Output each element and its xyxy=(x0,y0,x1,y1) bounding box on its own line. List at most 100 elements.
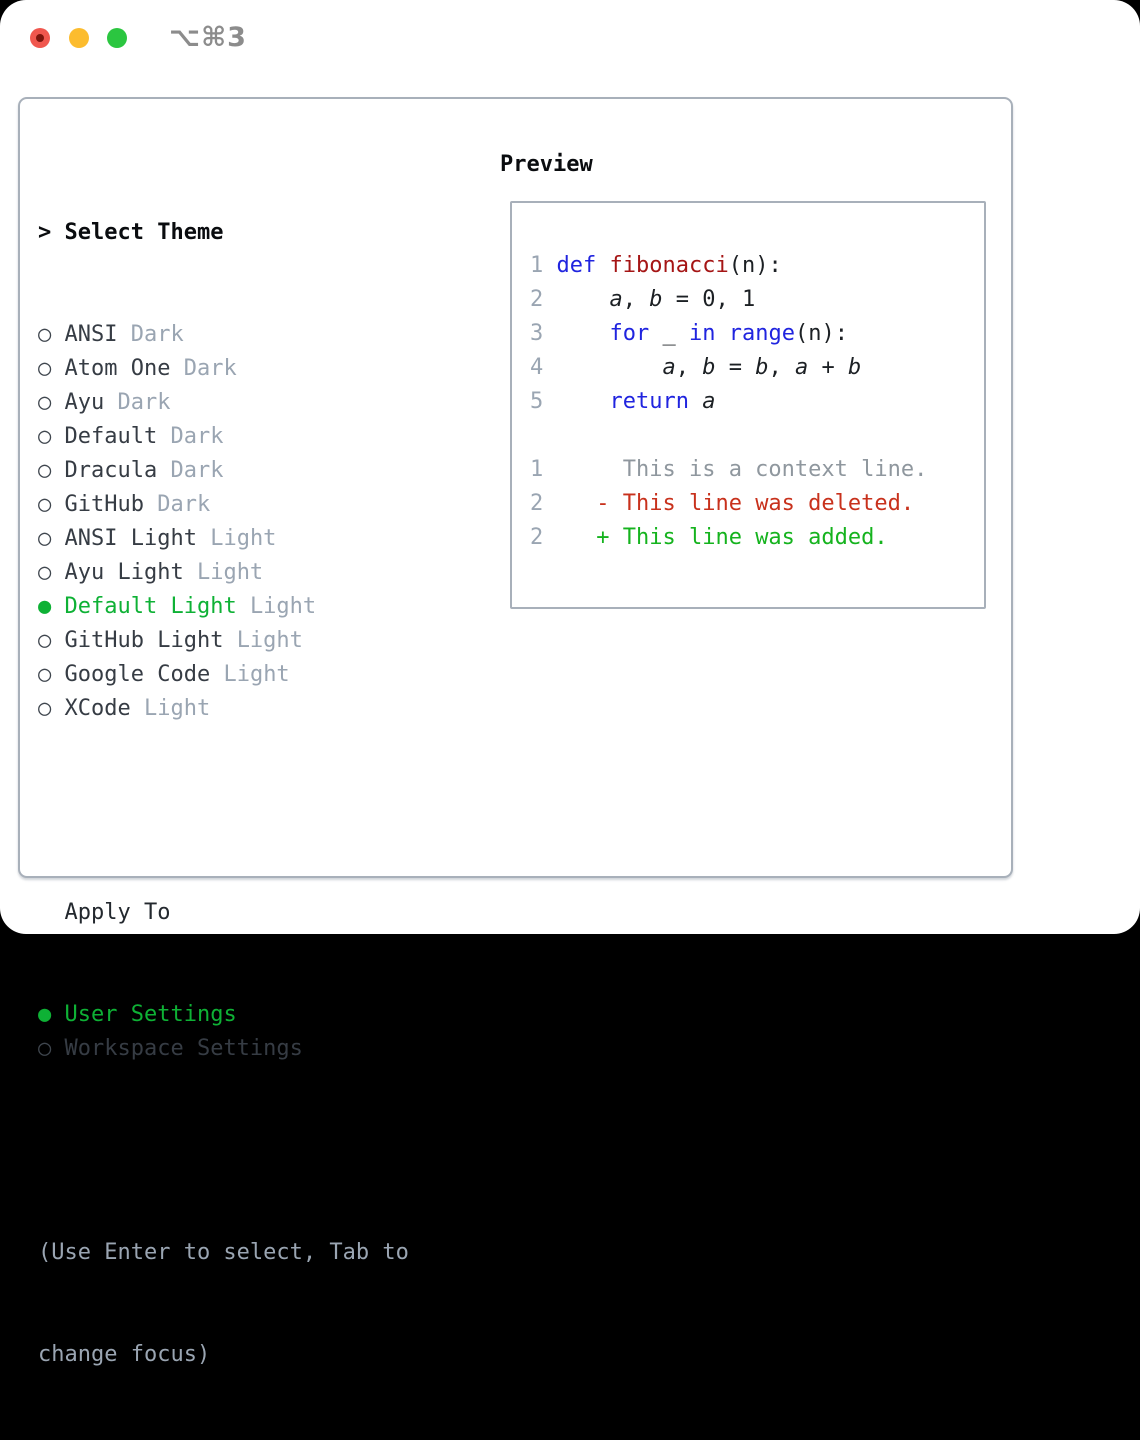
code-token: + This line was added. xyxy=(596,525,888,550)
line-number: 4 xyxy=(530,355,557,380)
apply-to-option[interactable]: ● User Settings xyxy=(38,998,409,1032)
theme-variant: Light xyxy=(143,696,211,721)
theme-name: GitHub Light xyxy=(64,628,237,653)
theme-item[interactable]: ○ ANSI Dark xyxy=(38,318,409,352)
code-token: , xyxy=(768,355,795,380)
theme-variant: Light xyxy=(223,662,290,687)
theme-variant: Light xyxy=(236,628,303,653)
code-line: 2 a, b = 0, 1 xyxy=(530,283,984,317)
theme-name: Default Light xyxy=(64,594,250,619)
line-number: 2 xyxy=(530,287,557,312)
close-button[interactable] xyxy=(30,28,50,48)
theme-variant: Dark xyxy=(183,356,237,381)
code-token: b xyxy=(847,355,862,380)
code-token: fibonacci xyxy=(609,253,729,278)
apply-to-label: Workspace Settings xyxy=(64,1036,303,1061)
theme-name: Atom One xyxy=(64,356,184,381)
line-number: 5 xyxy=(530,389,557,414)
code-token: a xyxy=(794,355,809,380)
code-token xyxy=(557,457,623,482)
radio-icon: ○ xyxy=(38,356,52,381)
header-cursor: > xyxy=(38,220,52,245)
code-line xyxy=(530,419,984,453)
line-number: 1 xyxy=(530,253,557,278)
minimize-button[interactable] xyxy=(69,28,89,48)
code-token: a xyxy=(609,287,623,312)
radio-icon: ○ xyxy=(38,424,52,449)
code-token xyxy=(557,525,597,550)
theme-item[interactable]: ○ Atom One Dark xyxy=(38,352,409,386)
spacer xyxy=(38,794,409,828)
apply-to-list: ● User Settings○ Workspace Settings xyxy=(38,998,409,1066)
theme-name: Default xyxy=(64,424,171,449)
code-line: 2 - This line was deleted. xyxy=(530,487,984,521)
theme-variant: Dark xyxy=(117,390,171,415)
code-line: 1 This is a context line. xyxy=(530,453,984,487)
code-line: 1 def fibonacci(n): xyxy=(530,249,984,283)
theme-item[interactable]: ○ Dracula Dark xyxy=(38,454,409,488)
radio-icon: ○ xyxy=(38,696,52,721)
theme-name: Google Code xyxy=(64,662,224,687)
code-token xyxy=(557,389,610,414)
radio-icon: ○ xyxy=(38,492,52,517)
code-token: , xyxy=(675,355,703,380)
selected-radio-icon: ● xyxy=(38,1002,52,1027)
theme-name: ANSI Light xyxy=(64,526,211,551)
code-token: b xyxy=(702,355,716,380)
theme-variant: Light xyxy=(196,560,264,585)
code-token xyxy=(715,321,728,346)
theme-variant: Light xyxy=(249,594,317,619)
theme-item[interactable]: ○ Ayu Dark xyxy=(38,386,409,420)
code-token: = xyxy=(715,355,756,380)
theme-item[interactable]: ● Default Light Light xyxy=(38,590,409,624)
theme-list-header: > Select Theme xyxy=(38,216,409,250)
code-token: a xyxy=(702,389,716,414)
code-token: b xyxy=(649,287,663,312)
theme-variant: Dark xyxy=(130,322,184,347)
code-token xyxy=(596,253,609,278)
theme-variant: Dark xyxy=(157,492,211,517)
theme-item[interactable]: ○ Google Code Light xyxy=(38,658,409,692)
code-token: def xyxy=(556,253,597,278)
theme-variant: Dark xyxy=(170,458,224,483)
code-token: return xyxy=(609,389,689,414)
theme-item[interactable]: ○ XCode Light xyxy=(38,692,409,726)
theme-list-title: Select Theme xyxy=(64,220,224,245)
code-token xyxy=(689,389,702,414)
code-line: 3 for _ in range(n): xyxy=(530,317,984,351)
line-number: 2 xyxy=(530,525,557,550)
apply-to-label: User Settings xyxy=(64,1002,237,1027)
code-line: 5 return a xyxy=(530,385,984,419)
line-number: 2 xyxy=(530,491,557,516)
theme-name: XCode xyxy=(64,696,144,721)
code-token: for xyxy=(609,321,650,346)
theme-item[interactable]: ○ Ayu Light Light xyxy=(38,556,409,590)
theme-item[interactable]: ○ Default Dark xyxy=(38,420,409,454)
radio-icon: ○ xyxy=(38,390,52,415)
code-token: = 0, 1 xyxy=(662,287,756,312)
code-token: - This line was deleted. xyxy=(596,491,915,516)
code-line: 2 + This line was added. xyxy=(530,521,984,555)
code-token: range xyxy=(728,321,795,346)
line-number xyxy=(530,423,557,448)
theme-variant: Dark xyxy=(170,424,224,449)
radio-icon: ○ xyxy=(38,560,52,585)
titlebar: ⌥⌘3 xyxy=(0,0,1140,76)
code-token xyxy=(557,355,663,380)
theme-item[interactable]: ○ GitHub Dark xyxy=(38,488,409,522)
theme-pane: > Select Theme ○ ANSI Dark○ Atom One Dar… xyxy=(38,148,409,1440)
code-token: a xyxy=(662,355,676,380)
apply-to-option[interactable]: ○ Workspace Settings xyxy=(38,1032,409,1066)
theme-name: Dracula xyxy=(64,458,171,483)
zoom-button[interactable] xyxy=(107,28,127,48)
code-token: , xyxy=(622,287,650,312)
app-window: ⌥⌘3 > Select Theme ○ ANSI Dark○ Atom One… xyxy=(0,0,1140,1367)
code-token: (n): xyxy=(728,253,782,278)
code-token: _ xyxy=(649,321,689,346)
theme-name: ANSI xyxy=(64,322,131,347)
apply-to-header: Apply To xyxy=(38,896,409,930)
theme-item[interactable]: ○ GitHub Light Light xyxy=(38,624,409,658)
code-token: b xyxy=(755,355,769,380)
theme-item[interactable]: ○ ANSI Light Light xyxy=(38,522,409,556)
line-number: 1 xyxy=(530,457,557,482)
